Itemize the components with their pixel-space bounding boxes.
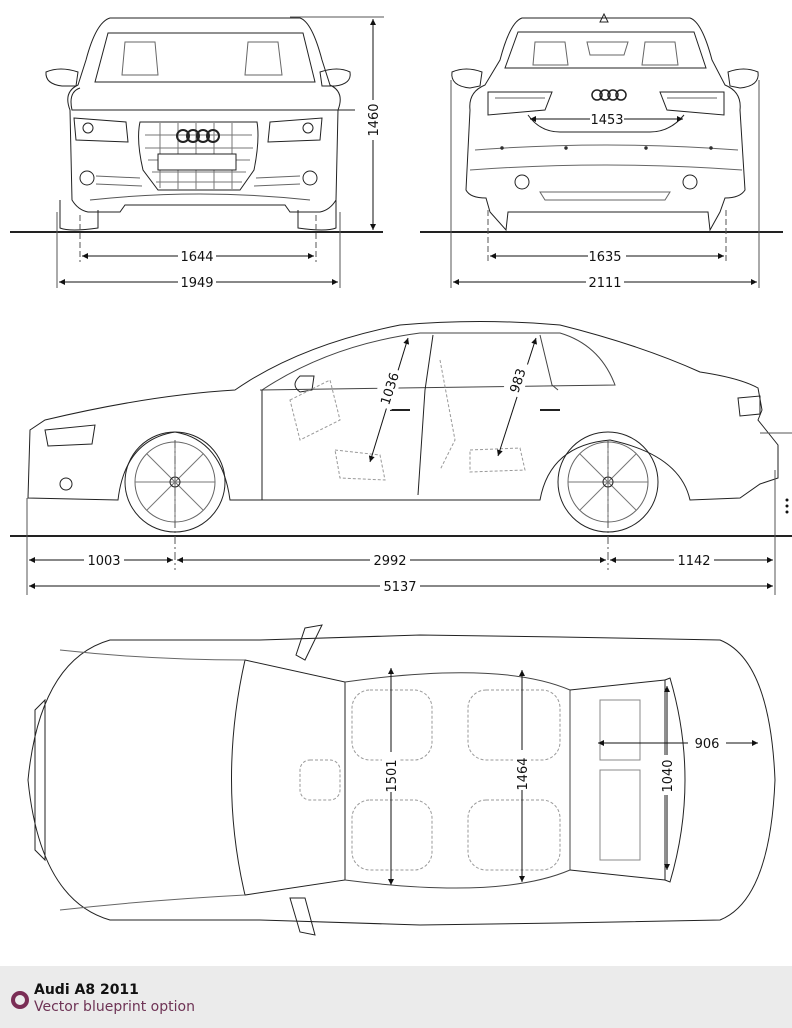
- blueprint-drawing: 1644 1949 1460: [10, 12, 792, 936]
- front-shoulder-label: 1501: [385, 759, 400, 792]
- rear-track-label: 1635: [588, 250, 621, 265]
- caption-footer: Audi A8 2011 Vector blueprint option: [0, 966, 792, 1028]
- blueprint-canvas: 1644 1949 1460: [10, 12, 792, 936]
- length-label: 5137: [383, 580, 416, 595]
- trunk-width-label: 1040: [661, 759, 676, 792]
- caption-title: Audi A8 2011: [34, 982, 139, 998]
- trunk-length-label: 906: [695, 737, 720, 752]
- front-view: [10, 17, 383, 233]
- front-width-label: 1949: [180, 276, 213, 291]
- rear-headroom-label: 983: [508, 367, 530, 395]
- side-dimensions: [26, 337, 792, 595]
- top-dimensions: [382, 668, 758, 885]
- rear-view: [420, 12, 783, 233]
- trunk-opening-label: 1453: [590, 113, 623, 128]
- ring-bullet-icon: [11, 991, 29, 1009]
- front-dimensions: [56, 16, 384, 290]
- rear-overhang-label: 1142: [677, 554, 710, 569]
- front-track-label: 1644: [180, 250, 213, 265]
- caption-subtitle: Vector blueprint option: [34, 999, 195, 1015]
- height-label: 1460: [367, 103, 382, 136]
- rear-width-label: 2111: [588, 276, 621, 291]
- wheelbase-label: 2992: [373, 554, 406, 569]
- side-view: [10, 321, 792, 537]
- front-overhang-label: 1003: [87, 554, 120, 569]
- rear-dimensions: [450, 80, 760, 290]
- rear-shoulder-label: 1464: [516, 757, 531, 790]
